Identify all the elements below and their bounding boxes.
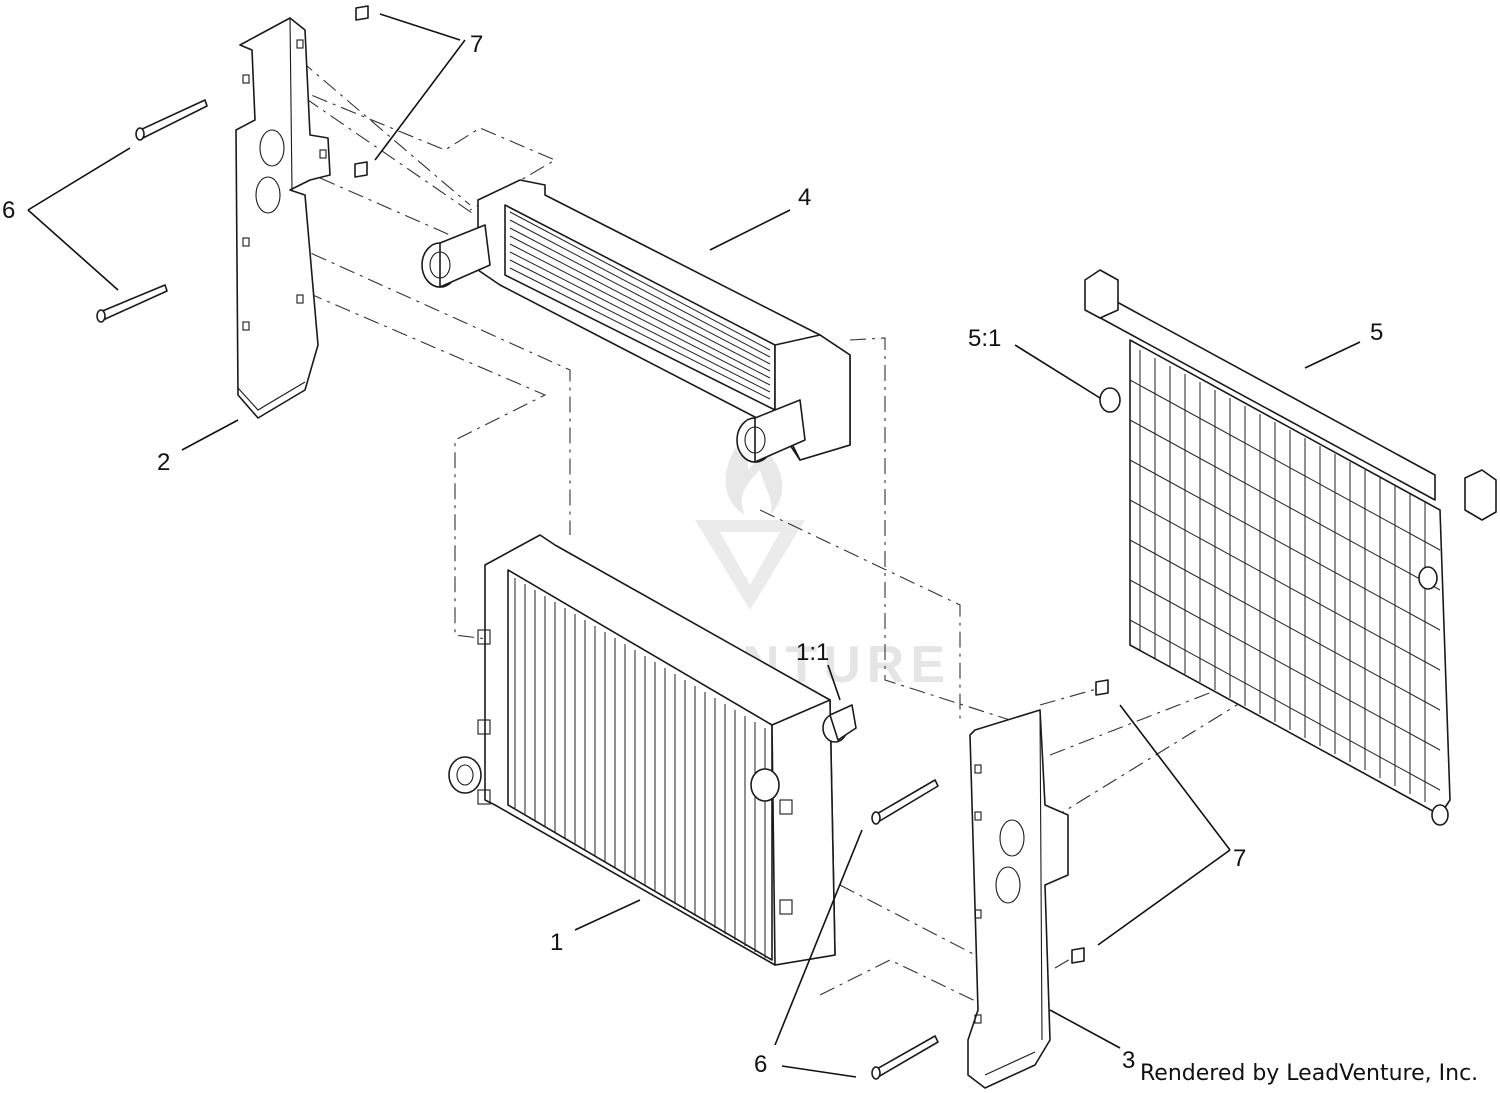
callout-1-1: 1:1 (796, 639, 829, 666)
part-1-radiator (448, 534, 857, 966)
part-5-oil-cooler-screen (1084, 269, 1497, 826)
callout-7-right: 7 (1233, 845, 1246, 872)
callout-leader-lines (27, 13, 1361, 1078)
callout-3: 3 (1122, 1047, 1135, 1074)
part-4-charge-air-cooler (421, 179, 851, 463)
callout-6-left: 6 (2, 197, 15, 224)
callout-7-top: 7 (470, 31, 483, 58)
callout-1: 1 (550, 929, 563, 956)
part-2-left-bracket (235, 17, 331, 419)
assembly-dashed-lines (249, 59, 1441, 1009)
callout-4: 4 (798, 184, 811, 211)
callout-6-bottom: 6 (754, 1051, 767, 1078)
callout-2: 2 (157, 449, 170, 476)
rendered-by-credit: Rendered by LeadVenture, Inc. (1140, 1061, 1478, 1086)
part-7-clips-right (1071, 679, 1109, 964)
radiator-1-fins (514, 578, 766, 958)
cooler-4-fins (509, 211, 771, 400)
part-7-clips-top (354, 5, 369, 178)
screen-5-grid (1129, 350, 1441, 802)
part-3-right-bracket (967, 709, 1069, 1089)
callout-5: 5 (1370, 319, 1383, 346)
callout-5-1: 5:1 (968, 325, 1001, 352)
part-6-bolts-left (96, 99, 208, 323)
part-6-bolts-bottom (871, 779, 939, 1080)
